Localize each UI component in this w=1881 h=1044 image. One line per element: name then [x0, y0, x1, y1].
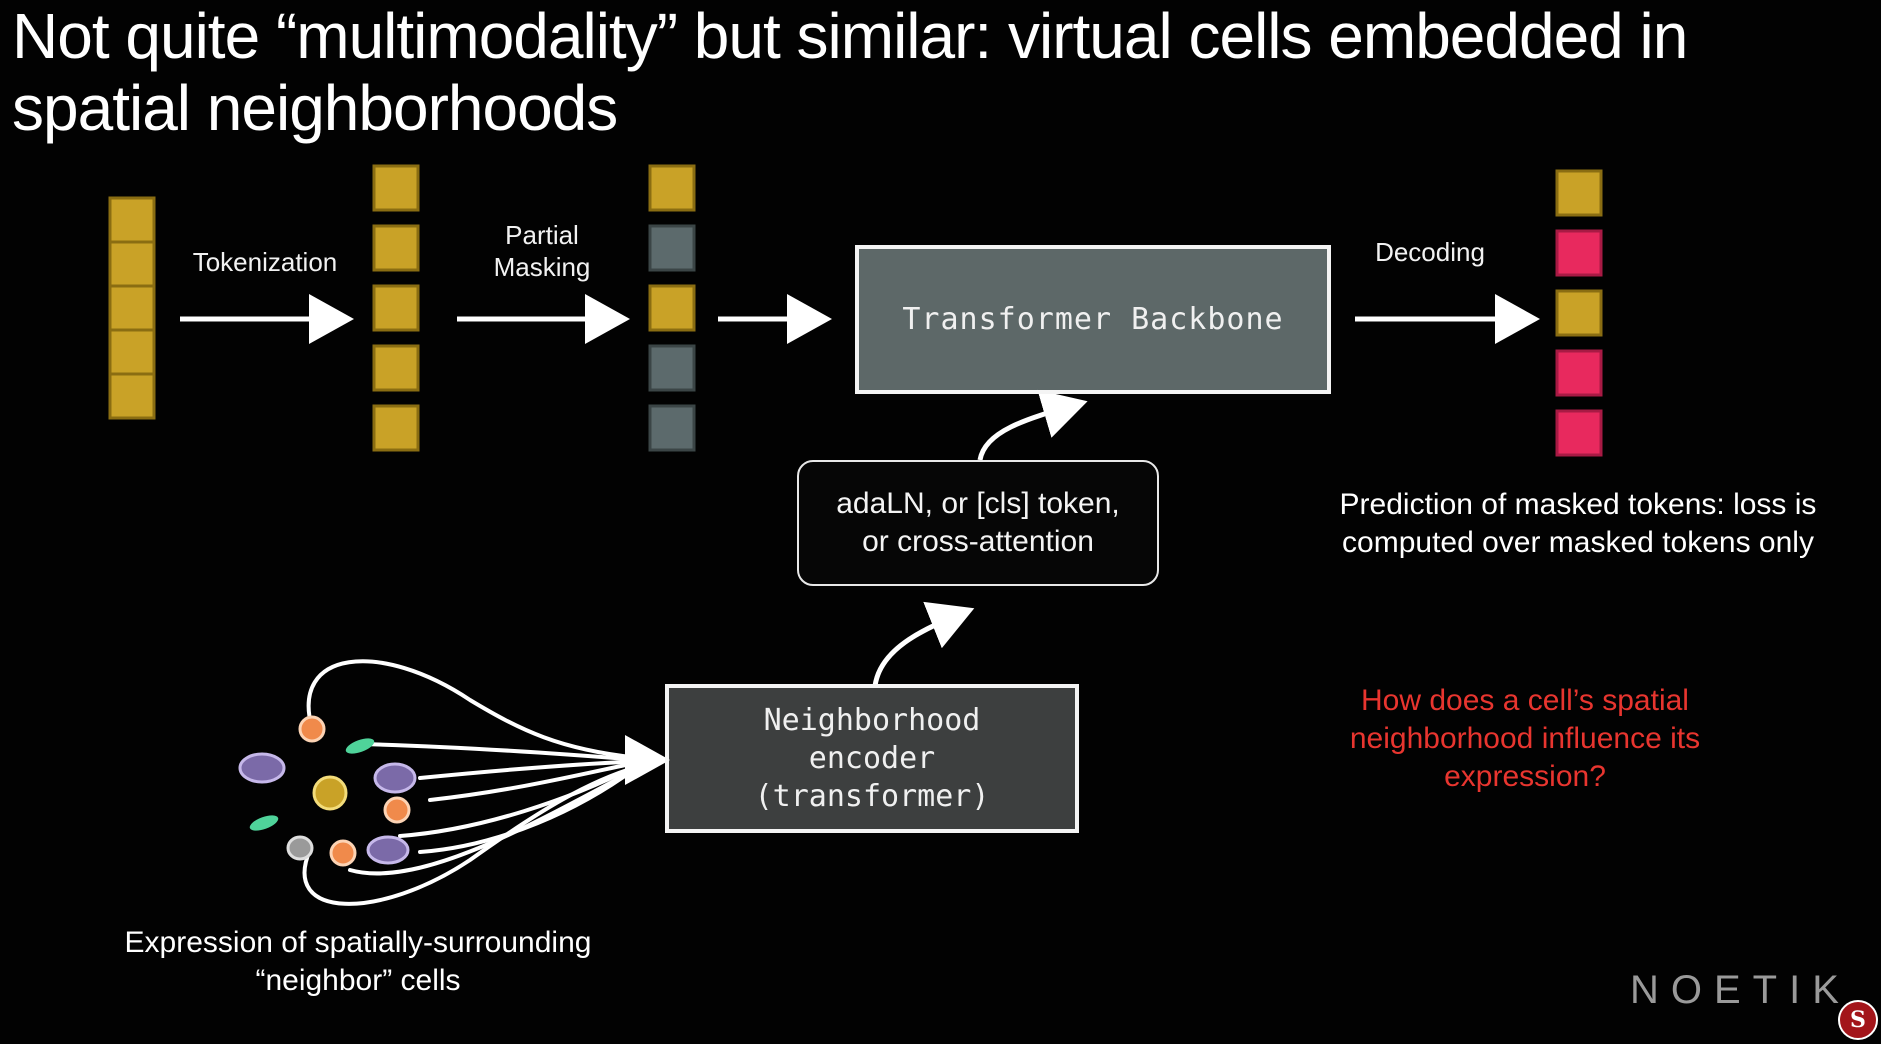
- masked-column-token: [648, 284, 696, 332]
- decoded-token: [1555, 169, 1603, 217]
- input-token: [108, 372, 156, 420]
- stanford-seal-icon: S: [1838, 1000, 1878, 1040]
- decoded-pink-token: [1555, 349, 1603, 397]
- decoded-column: [1555, 169, 1603, 457]
- tokenized-token: [372, 284, 420, 332]
- masked-column-masked-token: [648, 404, 696, 452]
- decoded-pink-token: [1555, 409, 1603, 457]
- neighbor-cells: [238, 715, 417, 867]
- masked-column-token: [648, 164, 696, 212]
- neighbor-cells-caption: Expression of spatially-surrounding “nei…: [124, 926, 592, 997]
- masked-column-masked-token: [648, 224, 696, 272]
- transformer-backbone-box: Transformer Backbone: [855, 245, 1331, 394]
- tokenized-token: [372, 344, 420, 392]
- orange-cell-icon: [298, 715, 326, 743]
- masked-column-masked-token: [648, 344, 696, 392]
- partial-masking-label: Partial Masking: [493, 220, 591, 282]
- transformer-backbone-label: Transformer Backbone: [902, 302, 1284, 337]
- tokenized-token: [372, 164, 420, 212]
- conditioning-to-transformer-arrow: [977, 389, 1088, 461]
- masked-column: [648, 164, 696, 452]
- encoder-box-fill: [667, 686, 1077, 831]
- decoded-token: [1555, 289, 1603, 337]
- noetik-logo: NOETIK: [1630, 968, 1851, 1012]
- gray-cell-icon: [286, 835, 314, 861]
- conditioning-label: adaLN, or [cls] token, or cross-attentio…: [836, 487, 1120, 558]
- slide-title: Not quite “multimodality” but similar: v…: [12, 0, 1688, 144]
- tokenized-token: [372, 404, 420, 452]
- orange-cell-icon: [329, 839, 357, 867]
- gold-cell-icon: [312, 775, 348, 811]
- conditioning-box: adaLN, or [cls] token, or cross-attentio…: [797, 460, 1159, 586]
- tokenization-label: Tokenization: [192, 247, 338, 277]
- decoding-label: Decoding: [1375, 237, 1485, 267]
- orange-cell-icon: [383, 796, 411, 824]
- prediction-note: Prediction of masked tokens: loss is com…: [1339, 488, 1817, 559]
- decoded-pink-token: [1555, 229, 1603, 277]
- transformer-box-fill: [857, 247, 1329, 392]
- input-token-column: [108, 196, 156, 420]
- input-token: [108, 196, 156, 244]
- purple-cell-icon: [366, 835, 410, 865]
- tokenized-token: [372, 224, 420, 272]
- input-token: [108, 284, 156, 332]
- green-cell-icon: [345, 738, 375, 754]
- green-cell-icon: [249, 815, 279, 831]
- input-token: [108, 328, 156, 376]
- spatial-question: How does a cell’s spatial neighborhood i…: [1349, 684, 1701, 793]
- neighborhood-encoder-label: Neighborhood encoder (transformer): [754, 702, 990, 814]
- encoder-to-conditioning-arrow: [872, 601, 975, 687]
- tokenized-column: [372, 164, 420, 452]
- purple-cell-icon: [238, 752, 286, 784]
- input-token: [108, 240, 156, 288]
- neighbor-connections: [302, 659, 642, 906]
- purple-cell-icon: [373, 762, 417, 794]
- neighborhood-encoder-box: Neighborhood encoder (transformer): [665, 684, 1079, 833]
